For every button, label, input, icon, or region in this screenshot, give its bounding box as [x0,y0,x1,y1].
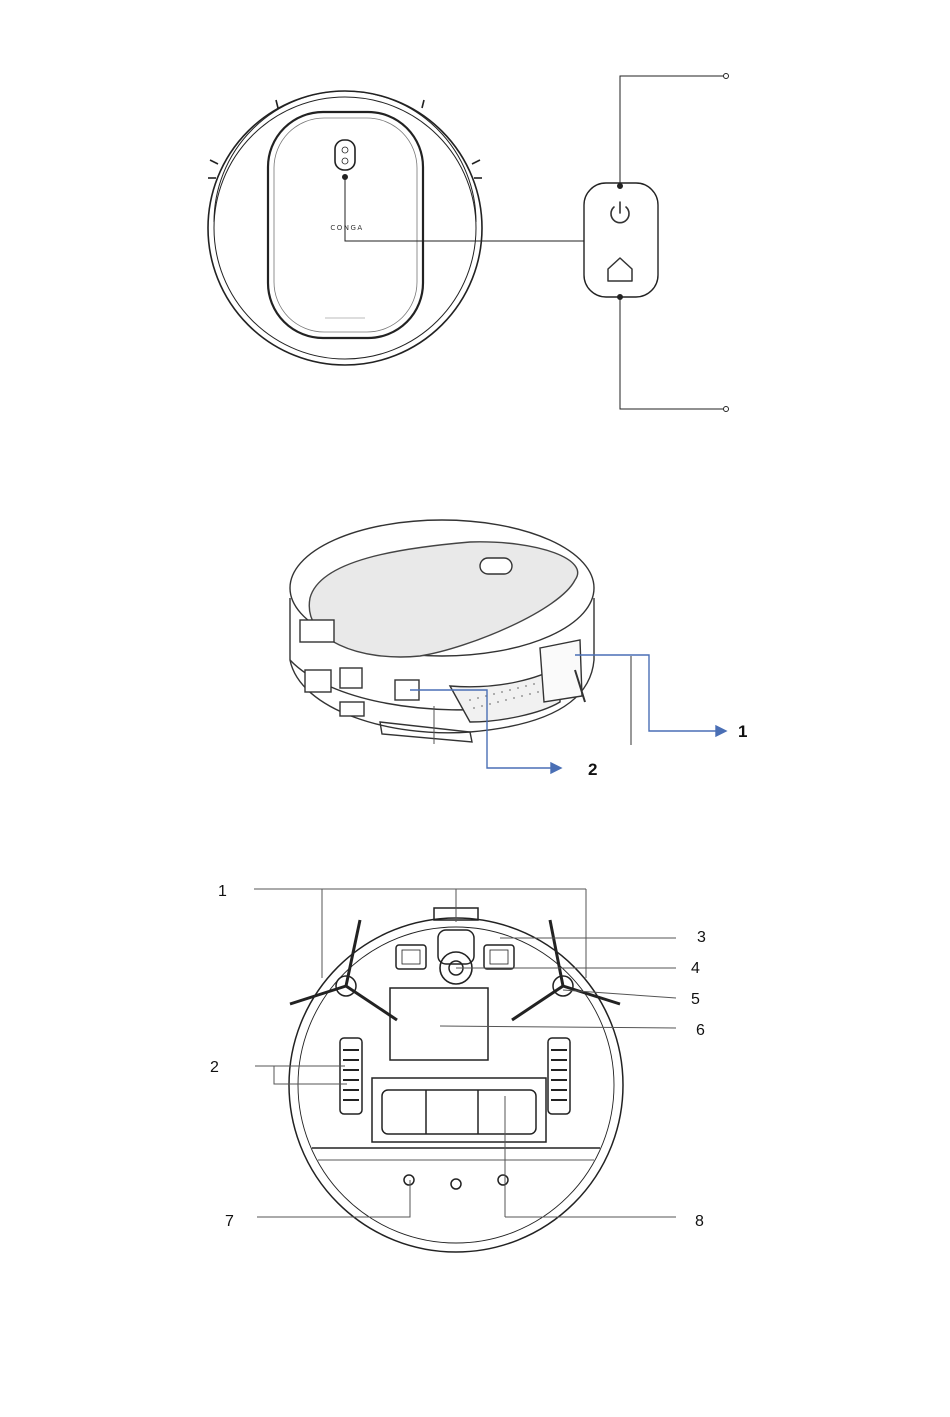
top-view-diagram: CONGA [0,0,950,440]
callout-1-arrow [575,655,726,736]
callout-4-label: 4 [691,960,700,977]
callout-2-label: 2 [588,760,597,779]
callout-7-label: 7 [225,1213,234,1230]
callout-5-label: 5 [691,991,700,1008]
wheel-treads [343,1050,567,1100]
side-view-svg: 1 2 [0,470,950,810]
callout-1-label: 1 [738,722,747,741]
bottom-view-diagram: 1 2 3 4 5 6 7 8 [0,860,950,1280]
side-view-diagram: 1 2 [0,470,950,810]
bottom-view-svg: 1 2 3 4 5 6 7 8 [0,860,950,1280]
robot-bottom-body [289,908,623,1252]
leader-lines [254,889,676,1217]
home-button-callout [618,295,729,412]
robot-side-body [290,520,594,742]
callout-6-label: 6 [696,1022,705,1039]
top-view-svg: CONGA [0,0,950,440]
button-panel-enlarged [584,183,658,297]
callout-3-label: 3 [697,929,706,946]
callout-2-label: 2 [210,1059,219,1076]
power-button-callout [618,74,729,189]
callout-1-label: 1 [218,883,227,900]
callout-8-label: 8 [695,1213,704,1230]
brand-label: CONGA [330,224,363,232]
leader-line-robot-to-panel [343,175,585,242]
